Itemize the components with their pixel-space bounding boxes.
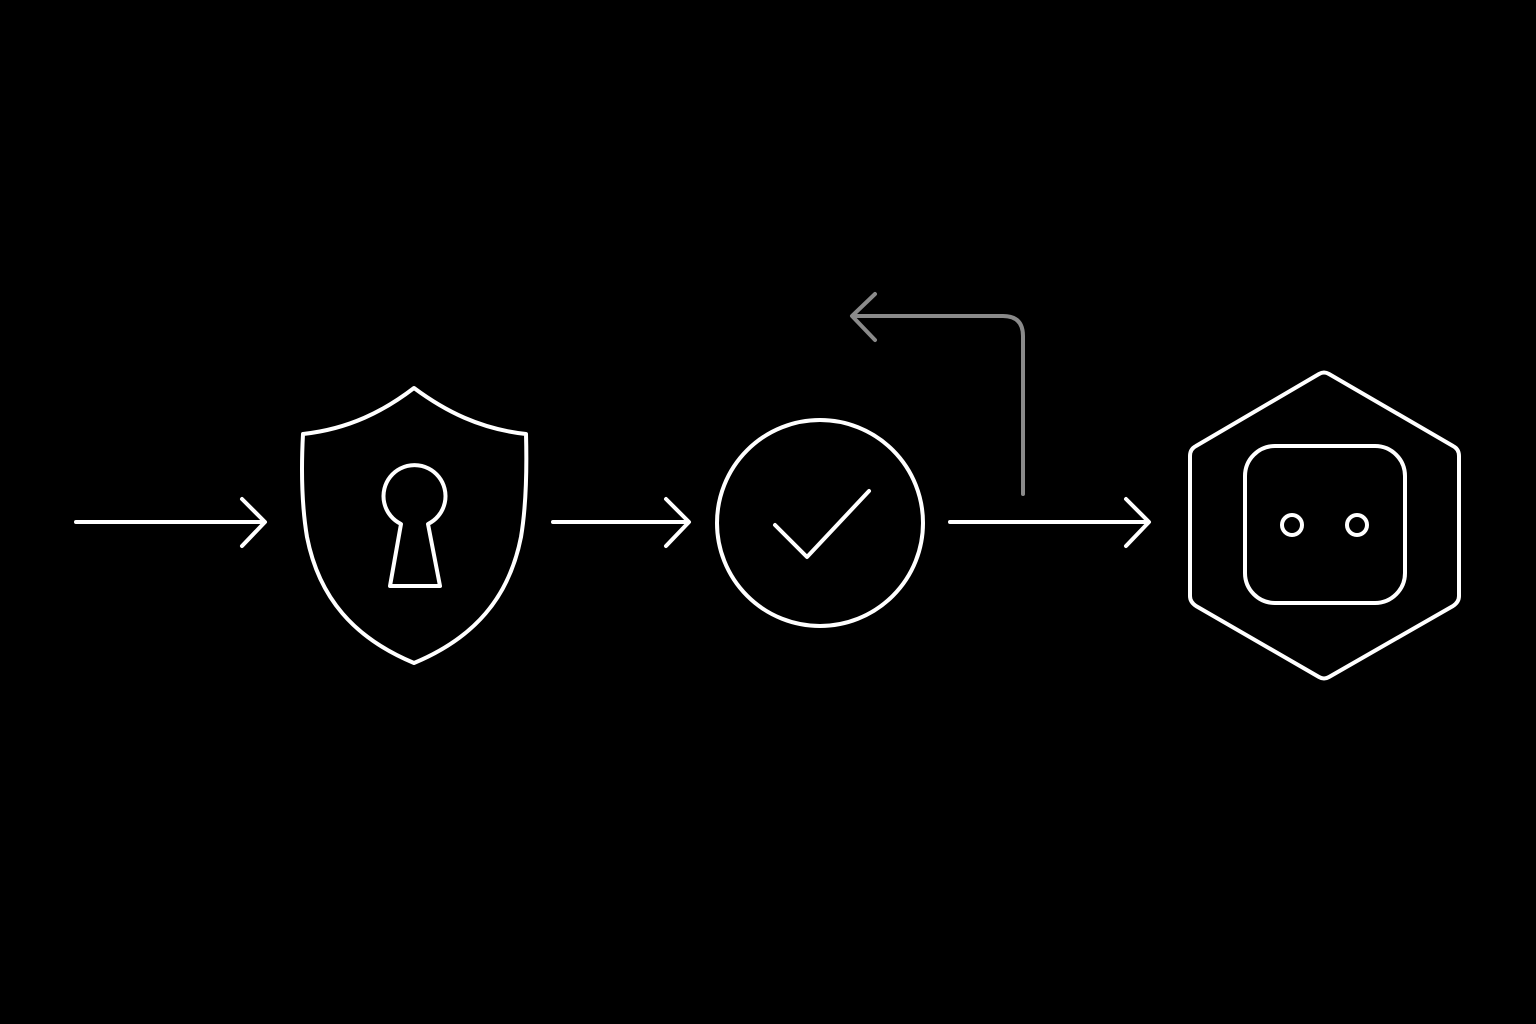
check-circle-icon: [715, 418, 925, 628]
arrow-verify-to-device-icon: [948, 497, 1151, 548]
socket-hole-left: [1280, 513, 1304, 537]
arrow-return-left-icon: [850, 292, 1025, 496]
check-circle-ring: [715, 418, 925, 628]
arrow-entry-icon: [74, 497, 267, 548]
shield-keyhole-icon: [300, 386, 529, 665]
arrow-shield-to-verify-icon: [551, 497, 691, 548]
keyhole-shape: [381, 463, 448, 588]
socket-frame: [1243, 444, 1407, 605]
hexagon-socket-icon: [1188, 370, 1461, 681]
socket-hole-right: [1345, 513, 1369, 537]
hexagon-outline: [1188, 370, 1461, 681]
checkmark: [773, 489, 871, 559]
shield-outline: [300, 386, 529, 665]
